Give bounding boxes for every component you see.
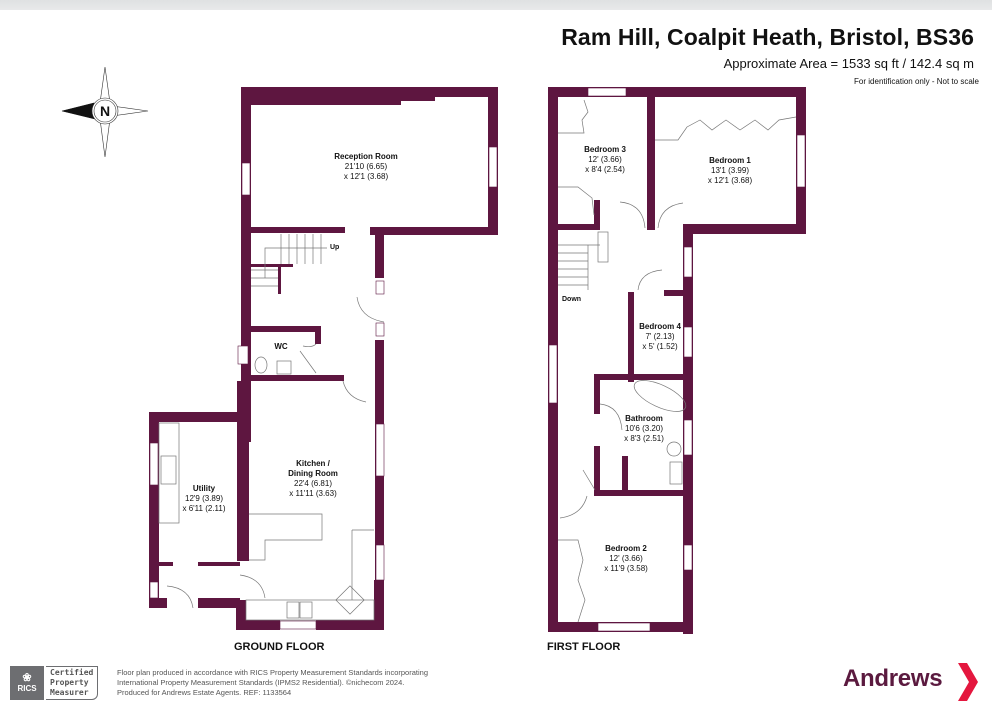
room-label-wc: WC xyxy=(274,342,287,352)
room-dimension: 7' (2.13) xyxy=(645,332,675,341)
approximate-area: Approximate Area = 1533 sq ft / 142.4 sq… xyxy=(723,56,974,71)
ground-floor-windows xyxy=(149,146,498,630)
rics-logo: ❀ RICS xyxy=(10,666,44,700)
room-name: WC xyxy=(274,342,288,351)
disclaimer: For identification only - Not to scale xyxy=(854,77,979,86)
rics-cert-text: Property xyxy=(50,678,89,687)
first-floor-windows xyxy=(548,87,806,632)
room-dimension: 13'1 (3.99) xyxy=(711,166,749,175)
room-name: Kitchen / xyxy=(296,459,330,468)
footer-note-line: International Property Measurement Stand… xyxy=(117,678,405,687)
property-title: Ram Hill, Coalpit Heath, Bristol, BS36 xyxy=(561,24,974,50)
room-name: Bedroom 3 xyxy=(584,145,626,154)
ground-floor-walls xyxy=(149,87,498,630)
room-label-bedroom-4: Bedroom 4 7' (2.13) x 5' (1.52) xyxy=(639,322,681,352)
room-dimension: x 11'9 (3.58) xyxy=(604,564,648,573)
footer-note-line: Floor plan produced in accordance with R… xyxy=(117,668,428,677)
room-label-bathroom: Bathroom 10'6 (3.20) x 8'3 (2.51) xyxy=(624,414,664,444)
room-dimension: x 8'4 (2.54) xyxy=(585,165,625,174)
room-name: Dining Room xyxy=(288,469,338,478)
room-dimension: 21'10 (6.65) xyxy=(344,162,388,171)
room-dimension: 10'6 (3.20) xyxy=(625,424,663,433)
room-dimension: x 8'3 (2.51) xyxy=(624,434,664,443)
room-dimension: x 6'11 (2.11) xyxy=(182,504,226,513)
stairs-down-label: Down xyxy=(562,296,582,303)
room-name: Bedroom 2 xyxy=(605,544,647,553)
compass-north-arrow-icon: N xyxy=(61,66,149,158)
room-label-bedroom-3: Bedroom 3 12' (3.66) x 8'4 (2.54) xyxy=(584,145,626,175)
room-dimension: 22'4 (6.81) xyxy=(294,479,332,488)
rics-cert-text: Measurer xyxy=(50,688,89,697)
room-dimension: x 12'1 (3.68) xyxy=(343,172,389,181)
room-dimension: x 12'1 (3.68) xyxy=(707,176,753,185)
rics-certification: Certified Property Measurer xyxy=(46,666,99,700)
room-dimension: x 11'11 (3.63) xyxy=(289,489,337,498)
room-name: Utility xyxy=(192,484,216,493)
first-floor-label: FIRST FLOOR xyxy=(547,641,621,653)
footer-note: Floor plan produced in accordance with R… xyxy=(117,668,428,698)
room-name: Bedroom 1 xyxy=(709,156,751,165)
room-name: Bathroom xyxy=(625,414,663,423)
andrews-logo-text: Andrews xyxy=(843,665,943,692)
room-label-reception: Reception Room 21'10 (6.65) x 12'1 (3.68… xyxy=(334,152,398,182)
ground-floor-fixtures xyxy=(158,234,385,621)
rics-cert-text: Certified xyxy=(50,668,94,677)
andrews-chevron-icon xyxy=(958,663,978,701)
room-label-bedroom-1: Bedroom 1 13'1 (3.99) x 12'1 (3.68) xyxy=(708,156,752,186)
rics-crest-icon: ❀ xyxy=(22,672,32,684)
footer-note-line: Produced for Andrews Estate Agents. REF:… xyxy=(117,688,292,697)
rics-badge: ❀ RICS Certified Property Measurer xyxy=(10,666,110,700)
room-dimension: x 5' (1.52) xyxy=(642,342,678,351)
room-name: Bedroom 4 xyxy=(639,322,681,331)
room-name: Reception Room xyxy=(334,152,398,161)
rics-logo-text: RICS xyxy=(17,684,37,693)
room-dimension: 12'9 (3.89) xyxy=(185,494,223,503)
room-dimension: 12' (3.66) xyxy=(588,155,622,164)
stairs-up-label: Up xyxy=(330,244,340,251)
svg-text:N: N xyxy=(100,103,110,119)
ground-floor-label: GROUND FLOOR xyxy=(234,641,325,653)
room-dimension: 12' (3.66) xyxy=(609,554,643,563)
room-label-utility: Utility 12'9 (3.89) x 6'11 (2.11) xyxy=(182,484,225,514)
room-label-kitchen-dining: Kitchen / Dining Room 22'4 (6.81) x 11'1… xyxy=(288,459,338,499)
first-floor-fixtures xyxy=(558,99,797,623)
top-bar xyxy=(0,0,992,10)
room-label-bedroom-2: Bedroom 2 12' (3.66) x 11'9 (3.58) xyxy=(604,544,648,574)
